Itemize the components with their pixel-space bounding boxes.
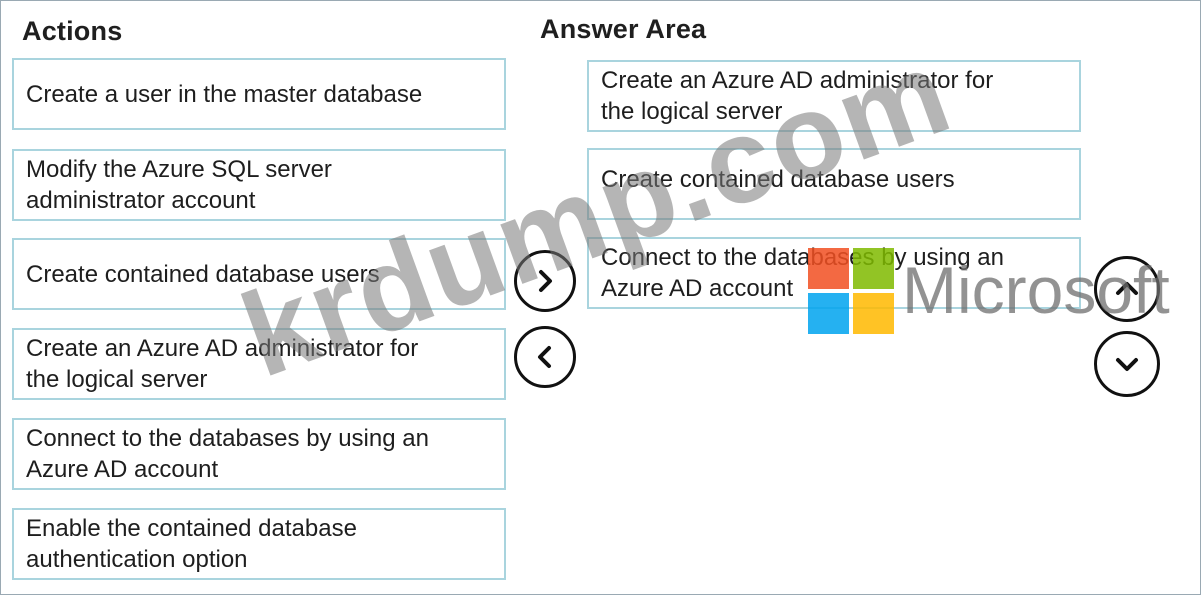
chevron-right-icon bbox=[539, 270, 552, 292]
answer-item-2-line-1: Create contained database users bbox=[601, 166, 955, 193]
actions-heading: Actions bbox=[22, 16, 123, 46]
action-item-4-line-1: Create an Azure AD administrator for bbox=[26, 335, 419, 362]
action-item-1[interactable]: Create a user in the master database bbox=[12, 58, 506, 130]
action-item-3-line-1: Create contained database users bbox=[26, 260, 380, 288]
move-left-button[interactable] bbox=[514, 326, 576, 388]
chevron-down-icon bbox=[1116, 358, 1138, 371]
answer-item-1-line-1: Create an Azure AD administrator for bbox=[601, 67, 994, 94]
answer-item-1[interactable]: Create an Azure AD administrator for the… bbox=[587, 60, 1081, 132]
move-down-button[interactable] bbox=[1094, 331, 1160, 397]
action-item-5-line-1: Connect to the databases by using an bbox=[26, 425, 429, 452]
action-item-6-line-1: Enable the contained database bbox=[26, 515, 357, 542]
action-item-2-line-1: Modify the Azure SQL server bbox=[26, 156, 332, 183]
action-item-2[interactable]: Modify the Azure SQL server administrato… bbox=[12, 149, 506, 221]
answer-item-2[interactable]: Create contained database users bbox=[587, 148, 1081, 220]
answer-item-1-line-2: the logical server bbox=[601, 98, 783, 125]
action-item-2-line-2: administrator account bbox=[26, 187, 256, 214]
action-item-5-line-2: Azure AD account bbox=[26, 456, 219, 483]
answer-item-3-line-1: Connect to the databases by using an bbox=[601, 244, 1004, 271]
action-item-5[interactable]: Connect to the databases by using an Azu… bbox=[12, 418, 506, 490]
answer-item-3[interactable]: Connect to the databases by using an Azu… bbox=[587, 237, 1081, 309]
action-item-6[interactable]: Enable the contained database authentica… bbox=[12, 508, 506, 580]
action-item-3[interactable]: Create contained database users bbox=[12, 238, 506, 310]
answer-area-heading: Answer Area bbox=[540, 14, 707, 44]
move-right-button[interactable] bbox=[514, 250, 576, 312]
action-item-6-line-2: authentication option bbox=[26, 546, 248, 573]
action-item-4-line-2: the logical server bbox=[26, 366, 208, 393]
action-item-1-line-1: Create a user in the master database bbox=[26, 80, 423, 108]
chevron-left-icon bbox=[538, 346, 551, 368]
move-up-button[interactable] bbox=[1094, 256, 1160, 322]
answer-item-3-line-2: Azure AD account bbox=[601, 275, 794, 302]
chevron-up-icon bbox=[1116, 282, 1138, 295]
action-item-4[interactable]: Create an Azure AD administrator for the… bbox=[12, 328, 506, 400]
